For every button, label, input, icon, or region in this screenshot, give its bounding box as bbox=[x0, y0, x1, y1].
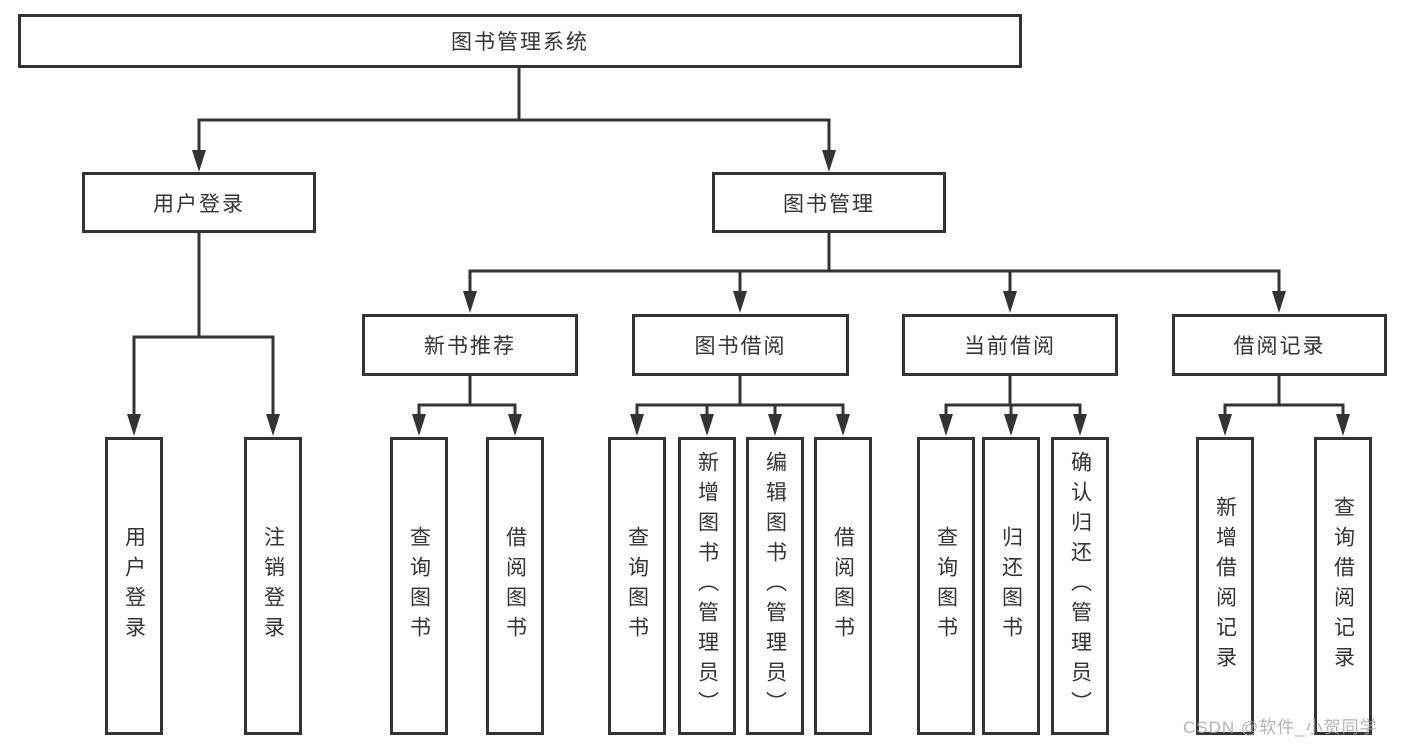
node-label: 新书推荐 bbox=[424, 335, 516, 358]
node-query-books-borrowing: 查询图书 bbox=[608, 437, 666, 735]
node-label: 用户登录 bbox=[122, 526, 146, 646]
arrowhead bbox=[1272, 291, 1286, 313]
arrowhead bbox=[1003, 291, 1017, 313]
arrowhead bbox=[192, 150, 206, 172]
arrowhead bbox=[1073, 414, 1087, 436]
node-borrow-books-leaf: 借阅图书 bbox=[814, 437, 872, 735]
node-confirm-return-admin: 确认归还（管理员） bbox=[1051, 437, 1109, 735]
node-borrow-books-recommend: 借阅图书 bbox=[486, 437, 544, 735]
arrowhead bbox=[939, 414, 953, 436]
node-label: 借阅记录 bbox=[1233, 335, 1326, 358]
arrowhead bbox=[630, 414, 644, 436]
node-label: 编辑图书（管理员） bbox=[763, 451, 787, 721]
node-label: 新增借阅记录 bbox=[1213, 496, 1237, 676]
node-user-login: 用户登录 bbox=[82, 172, 316, 233]
node-label: 查询图书 bbox=[407, 526, 431, 646]
arrowheads bbox=[127, 150, 1350, 436]
node-new-book-recommend: 新书推荐 bbox=[362, 314, 578, 376]
node-label: 查询图书 bbox=[625, 526, 649, 646]
arrowhead bbox=[412, 414, 426, 436]
node-logout-leaf: 注销登录 bbox=[244, 437, 302, 735]
arrowhead bbox=[700, 414, 714, 436]
node-library-system: 图书管理系统 bbox=[18, 14, 1022, 68]
node-label: 图书管理系统 bbox=[451, 31, 589, 54]
node-return-book: 归还图书 bbox=[982, 437, 1040, 735]
node-label: 确认归还（管理员） bbox=[1068, 451, 1092, 721]
connector-lines bbox=[132, 66, 1345, 418]
node-label: 图书借阅 bbox=[694, 335, 787, 358]
arrowhead bbox=[266, 414, 280, 436]
node-label: 当前借阅 bbox=[964, 335, 1056, 358]
node-label: 借阅图书 bbox=[503, 526, 527, 646]
arrowhead bbox=[836, 414, 850, 436]
arrowhead bbox=[127, 414, 141, 436]
arrowhead bbox=[822, 150, 836, 172]
arrowhead bbox=[1004, 414, 1018, 436]
arrowhead bbox=[508, 414, 522, 436]
node-edit-book-admin: 编辑图书（管理员） bbox=[746, 437, 804, 735]
node-add-borrow-record: 新增借阅记录 bbox=[1196, 437, 1254, 735]
arrowhead bbox=[463, 291, 477, 313]
arrowhead bbox=[1336, 414, 1350, 436]
node-label: 注销登录 bbox=[261, 526, 285, 646]
node-query-books-recommend: 查询图书 bbox=[390, 437, 448, 735]
node-add-book-admin: 新增图书（管理员） bbox=[678, 437, 736, 735]
node-user-login-leaf: 用户登录 bbox=[105, 437, 163, 735]
node-label: 新增图书（管理员） bbox=[695, 451, 719, 721]
node-label: 图书管理 bbox=[783, 192, 875, 216]
node-book-borrowing: 图书借阅 bbox=[632, 314, 849, 376]
node-query-borrow-record: 查询借阅记录 bbox=[1314, 437, 1372, 735]
node-label: 查询图书 bbox=[934, 526, 958, 646]
node-current-borrowing: 当前借阅 bbox=[902, 314, 1118, 376]
node-label: 借阅图书 bbox=[831, 526, 855, 646]
csdn-watermark: CSDN @软件_小贺同学 bbox=[1183, 718, 1378, 737]
node-borrowing-records: 借阅记录 bbox=[1172, 314, 1387, 376]
node-book-management: 图书管理 bbox=[712, 172, 946, 233]
node-label: 查询借阅记录 bbox=[1331, 496, 1355, 676]
arrowhead bbox=[768, 414, 782, 436]
node-query-books-current: 查询图书 bbox=[917, 437, 975, 735]
node-label: 用户登录 bbox=[153, 192, 245, 216]
arrowhead bbox=[1218, 414, 1232, 436]
node-label: 归还图书 bbox=[999, 526, 1023, 646]
arrowhead bbox=[733, 291, 747, 313]
